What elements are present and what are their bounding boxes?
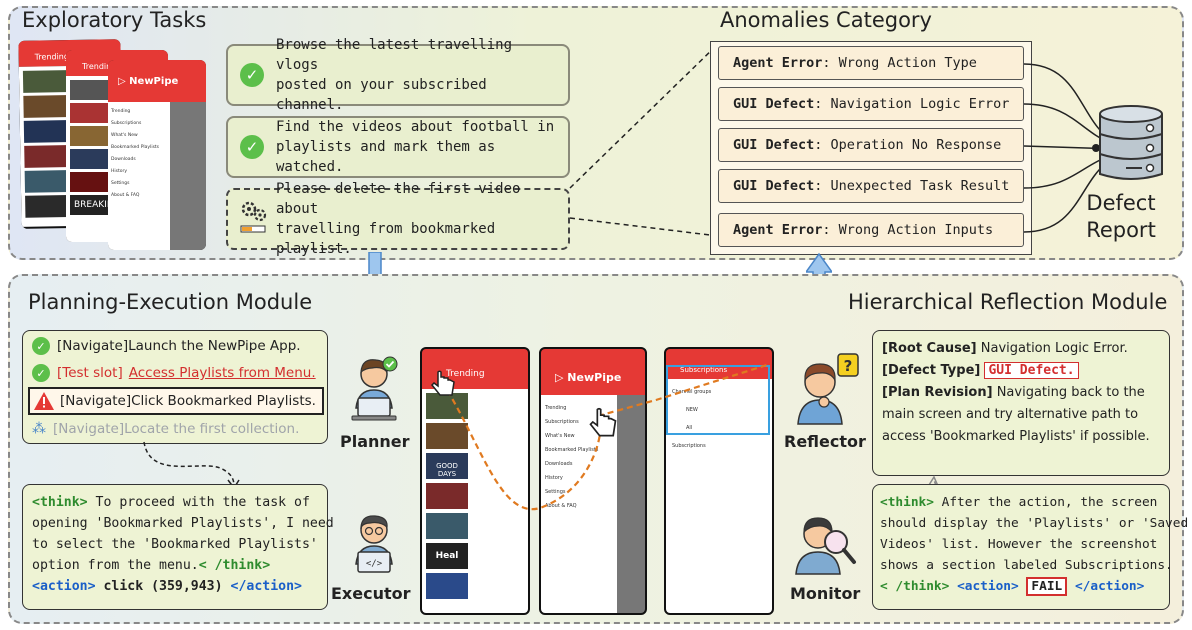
tap-hand-icon xyxy=(428,368,458,404)
monitor-box xyxy=(872,484,1170,610)
menu-item[interactable]: History xyxy=(545,475,563,481)
anomaly-item: Agent Error: Wrong Action Type xyxy=(718,46,1024,80)
monitor-avatar-icon xyxy=(790,512,862,578)
check-icon: ✓ xyxy=(240,63,264,87)
plan-step-current: [Navigate] Click Bookmarked Playlists. xyxy=(28,387,324,415)
app-screenshot-front: ▷ NewPipe Trending Subscriptions What's … xyxy=(108,60,206,250)
database-icon xyxy=(1086,102,1176,184)
menu-item[interactable]: About & FAQ xyxy=(111,193,140,198)
tap-hand-icon xyxy=(586,405,620,443)
screen-trending: Trending GOOD DAYS Heal xyxy=(420,347,530,615)
svg-text:?: ? xyxy=(844,357,853,375)
newpipe-logo-icon: ▷ xyxy=(118,76,130,87)
reflector-text: [Root Cause] Navigation Logic Error. [De… xyxy=(882,341,1150,444)
check-icon: ✓ xyxy=(32,337,50,355)
warning-icon xyxy=(34,392,54,410)
plan-step: ✓ [Test slot]Access Playlists from Menu. xyxy=(32,364,316,382)
planner-avatar-icon xyxy=(348,354,400,422)
plan-step: ✓ [Navigate] Launch the NewPipe App. xyxy=(32,337,301,355)
executor-think-box xyxy=(22,484,328,610)
menu-item[interactable]: Bookmarked Playlists xyxy=(545,447,599,453)
menu-item[interactable]: Settings xyxy=(545,489,566,495)
menu-item[interactable]: Downloads xyxy=(545,461,573,467)
anomaly-item: GUI Defect: Unexpected Task Result xyxy=(718,169,1024,203)
reflector-avatar-icon: ? xyxy=(790,352,862,428)
newpipe-logo-icon: ▷ xyxy=(555,371,568,384)
menu-item[interactable]: History xyxy=(111,169,128,174)
menu-item[interactable]: Trending xyxy=(111,109,131,114)
plan-step-pending: ⁂ [Navigate] Locate the first collection… xyxy=(32,421,300,437)
action-trajectory xyxy=(441,362,771,511)
menu-item[interactable]: Settings xyxy=(111,181,130,186)
menu-item[interactable]: Downloads xyxy=(111,157,136,162)
reflection-module-title: Hierarchical Reflection Module xyxy=(848,290,1168,314)
planning-module-title: Planning-Execution Module xyxy=(28,290,313,314)
flow-arrow xyxy=(143,441,240,490)
monitor-label: Monitor xyxy=(790,584,861,603)
menu-item[interactable]: Trending xyxy=(545,405,567,411)
menu-item[interactable]: Subscriptions xyxy=(545,419,579,425)
anomaly-item: GUI Defect: Operation No Response xyxy=(718,128,1024,162)
menu-item[interactable]: What's New xyxy=(545,433,575,439)
loading-icon: ⁂ xyxy=(32,421,46,437)
anomaly-item: Agent Error: Wrong Action Inputs xyxy=(718,213,1024,247)
gears-progress-icon xyxy=(240,199,268,239)
executor-think-text: <think> To proceed with the task of open… xyxy=(32,495,334,594)
screen-subscriptions: Subscriptions Channel groups NEW All Sub… xyxy=(664,347,774,615)
menu-item[interactable]: Bookmarked Playlists xyxy=(111,145,160,150)
planner-label: Planner xyxy=(340,432,410,451)
menu-item[interactable]: About & FAQ xyxy=(545,503,577,509)
exploratory-tasks-title: Exploratory Tasks xyxy=(22,8,207,32)
highlight-box xyxy=(666,365,770,435)
executor-label: Executor xyxy=(331,584,411,603)
svg-text:</>: </> xyxy=(366,559,383,569)
monitor-think-text: <think> After the action, the screen sho… xyxy=(880,495,1189,596)
anomalies-category-title: Anomalies Category xyxy=(720,8,932,32)
executor-avatar-icon: </> xyxy=(348,510,400,576)
reflector-label: Reflector xyxy=(784,432,866,451)
zoom-lines xyxy=(569,43,719,237)
anomaly-item: GUI Defect: Navigation Logic Error xyxy=(718,87,1024,121)
check-icon: ✓ xyxy=(32,364,50,382)
menu-item[interactable]: What's New xyxy=(111,133,138,138)
menu-item[interactable]: Subscriptions xyxy=(111,121,142,126)
check-icon: ✓ xyxy=(240,135,264,159)
reflector-box xyxy=(872,330,1170,476)
